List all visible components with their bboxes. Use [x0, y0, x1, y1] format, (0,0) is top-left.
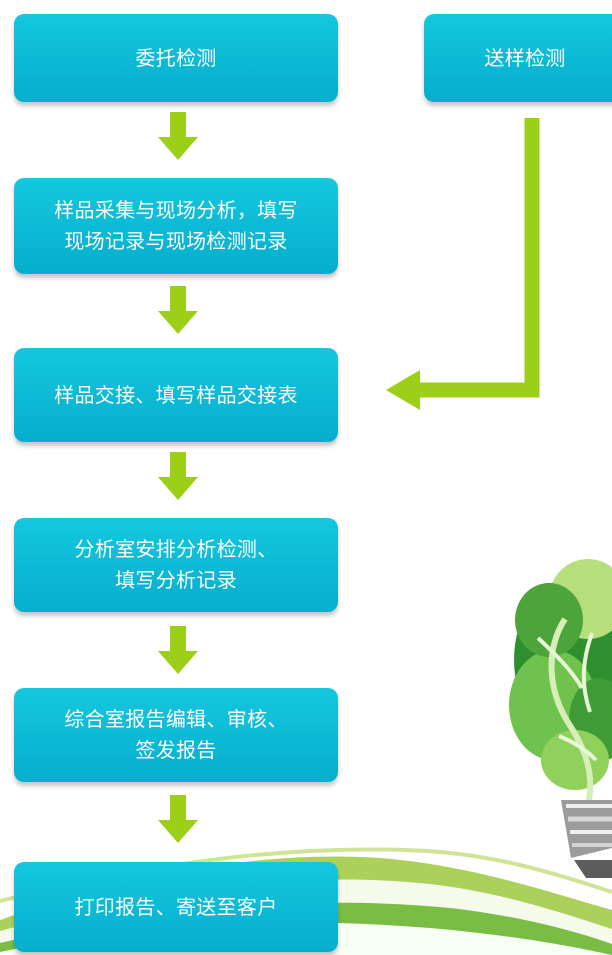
- down-arrow-icon: [158, 112, 198, 160]
- flow-step-sample-handover: 样品交接、填写样品交接表: [14, 348, 338, 442]
- flow-step-report-review: 综合室报告编辑、审核、 签发报告: [14, 688, 338, 782]
- flow-step-print-and-send-report: 打印报告、寄送至客户: [14, 862, 338, 952]
- flow-step-label: 送样检测: [484, 45, 566, 70]
- flow-step-label: 打印报告、寄送至客户: [74, 894, 278, 919]
- down-arrow-icon: [158, 452, 198, 500]
- flow-step-label: 样品交接、填写样品交接表: [54, 382, 298, 407]
- flow-step-sample-collection: 样品采集与现场分析，填写 现场记录与现场检测记录: [14, 178, 338, 274]
- flow-step-label: 样品采集与现场分析，填写 现场记录与现场检测记录: [54, 198, 298, 253]
- down-arrow-icon: [158, 626, 198, 674]
- flow-step-label: 委托检测: [135, 45, 217, 70]
- flow-step-sample-delivery-testing: 送样检测: [424, 14, 612, 102]
- flow-step-laboratory-analysis: 分析室安排分析检测、 填写分析记录: [14, 518, 338, 612]
- down-arrow-icon: [158, 286, 198, 334]
- flow-step-label: 分析室安排分析检测、 填写分析记录: [74, 537, 278, 592]
- flow-step-entrusted-testing: 委托检测: [14, 14, 338, 102]
- down-arrow-icon: [158, 795, 198, 843]
- flow-step-label: 综合室报告编辑、审核、 签发报告: [64, 707, 288, 762]
- lightbulb-tree-icon: [509, 559, 612, 878]
- return-connector-arrow: [386, 118, 540, 410]
